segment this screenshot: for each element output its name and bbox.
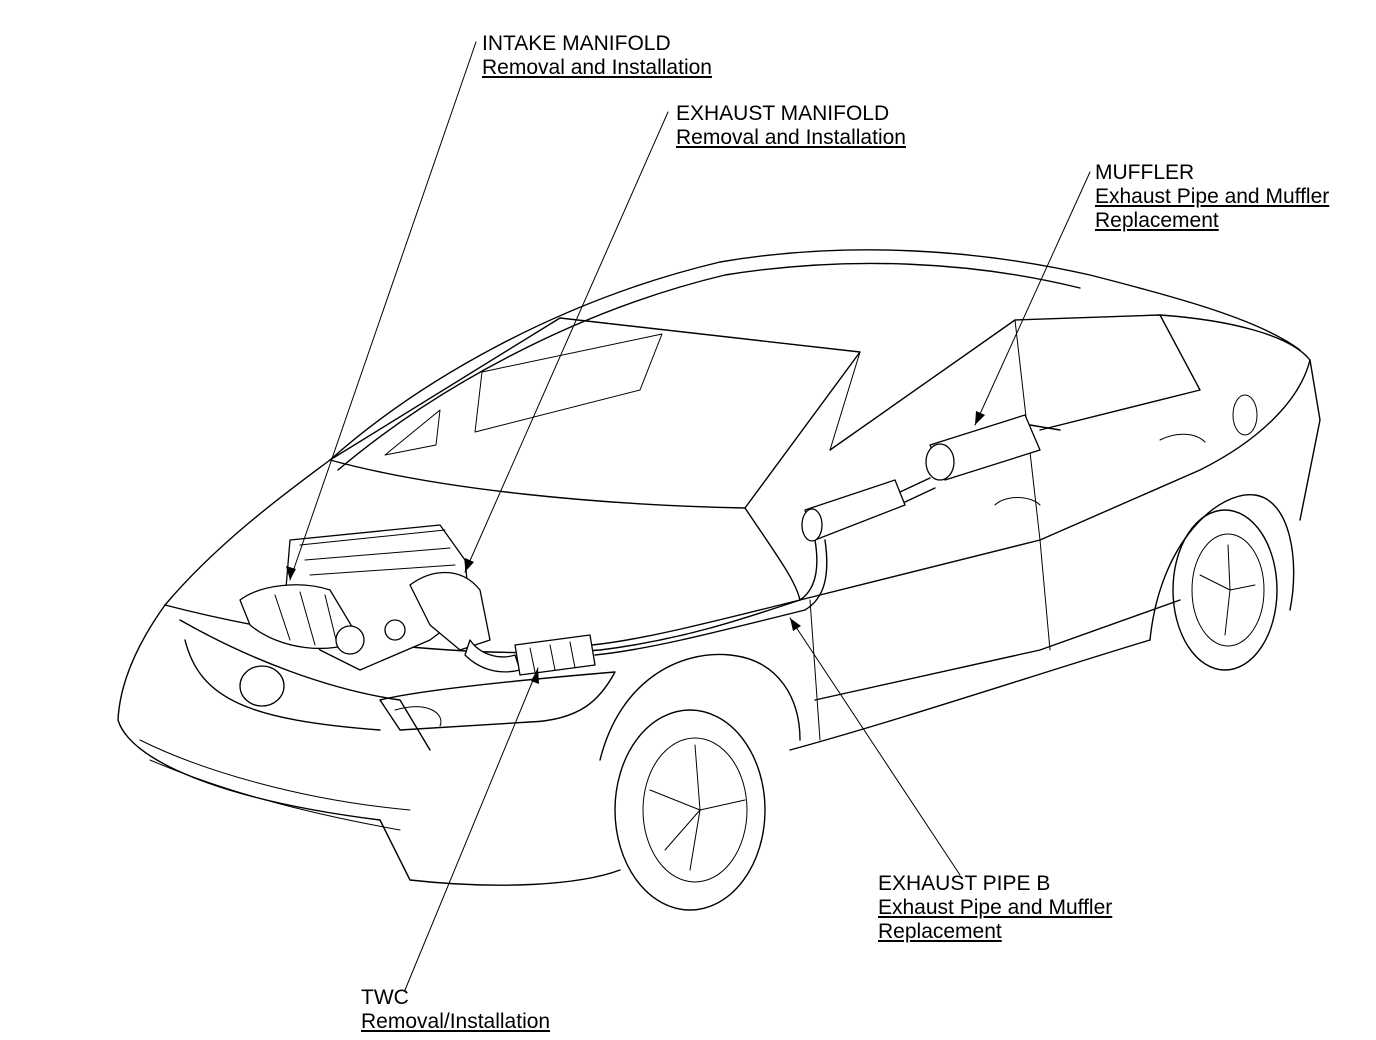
- exhaust-manifold-callout: EXHAUST MANIFOLD Removal and Installatio…: [676, 102, 906, 150]
- exhaust-pipe-b-label: EXHAUST PIPE B: [878, 872, 1051, 895]
- twc-leader: [404, 667, 539, 991]
- twc-arrowhead: [531, 668, 539, 684]
- intake-manifold-arrowhead: [286, 566, 296, 580]
- exhaust-manifold-removal-link[interactable]: Removal and Installation: [676, 126, 906, 149]
- muffler-label: MUFFLER: [1095, 161, 1195, 184]
- intake-manifold-leader: [289, 41, 477, 581]
- muffler-replacement-link[interactable]: Exhaust Pipe and Muffler Replacement: [1095, 185, 1329, 233]
- muffler-leader: [974, 171, 1091, 426]
- intake-manifold-label: INTAKE MANIFOLD: [482, 32, 671, 55]
- exhaust-manifold-label: EXHAUST MANIFOLD: [676, 102, 890, 125]
- engine-assembly: [239, 524, 491, 671]
- muffler-link-line2: Replacement: [1095, 209, 1219, 232]
- exhaust-pipe-b-callout: EXHAUST PIPE B Exhaust Pipe and Muffler …: [878, 872, 1112, 944]
- exhaust-pipe-b-link-line2: Replacement: [878, 920, 1002, 943]
- exhaust-pipe-b-replacement-link[interactable]: Exhaust Pipe and Muffler Replacement: [878, 896, 1112, 944]
- exhaust-system: [464, 414, 1061, 676]
- exhaust-pipe-b-leader: [789, 617, 961, 876]
- muffler-callout: MUFFLER Exhaust Pipe and Muffler Replace…: [1095, 161, 1329, 233]
- intake-manifold-removal-link[interactable]: Removal and Installation: [482, 56, 712, 79]
- callout-leader-lines: [286, 41, 1091, 991]
- exhaust-manifold-arrowhead: [465, 558, 474, 572]
- twc-label: TWC: [361, 986, 409, 1009]
- exhaust-manifold-leader: [464, 111, 669, 573]
- exhaust-pipe-b-link-line1: Exhaust Pipe and Muffler: [878, 896, 1113, 919]
- muffler-link-line1: Exhaust Pipe and Muffler: [1095, 185, 1330, 208]
- intake-manifold-callout: INTAKE MANIFOLD Removal and Installation: [482, 32, 712, 80]
- car-body-outline: [117, 249, 1321, 911]
- twc-callout: TWC Removal/Installation: [361, 986, 550, 1034]
- exhaust-pipe-b-arrowhead: [790, 618, 801, 631]
- muffler-arrowhead: [975, 411, 985, 425]
- twc-removal-link[interactable]: Removal/Installation: [361, 1010, 551, 1033]
